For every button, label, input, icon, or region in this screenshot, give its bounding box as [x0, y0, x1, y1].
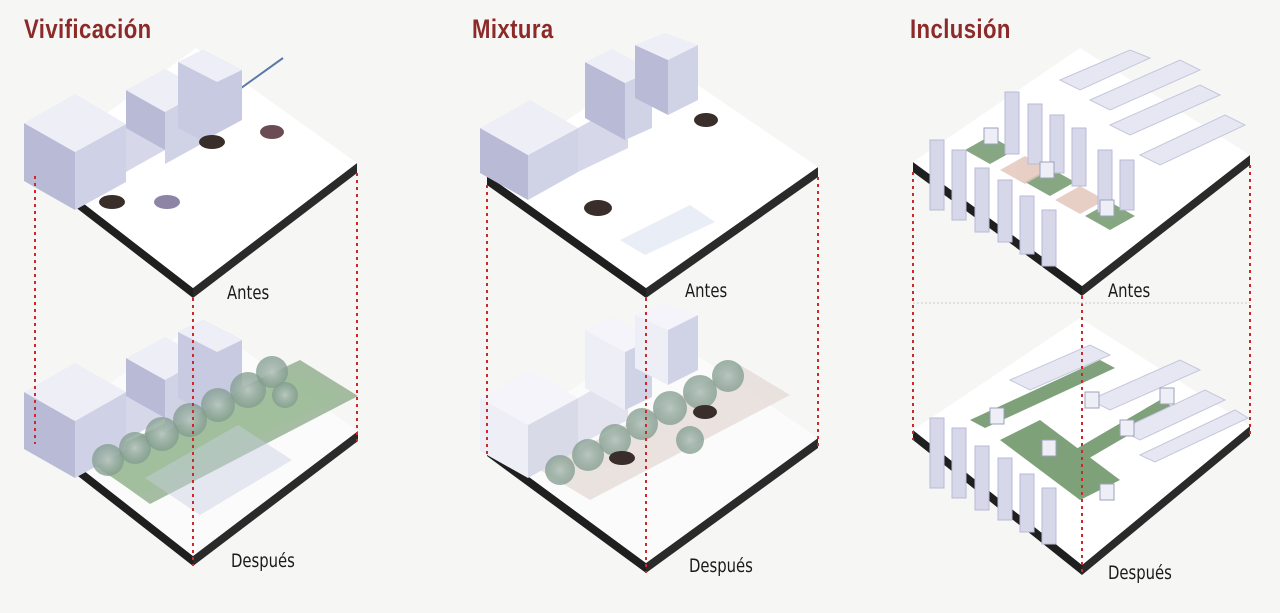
- slab-antes-2: [480, 33, 818, 298]
- trees-despues-2: [545, 360, 744, 485]
- blocks-despues-3: [1008, 344, 1250, 463]
- guide-lines-2: [486, 177, 819, 573]
- slab-despues-1: [24, 320, 358, 566]
- cars-antes-2: [584, 113, 718, 216]
- blocks-antes-3: [1058, 49, 1247, 166]
- slab-despues-3: [913, 318, 1250, 575]
- panel-mixtura: [480, 33, 819, 573]
- buildings-antes-2: [480, 33, 698, 200]
- houses-antes-3: [983, 127, 1115, 217]
- slab-despues-2: [480, 303, 818, 573]
- trees-despues-1: [92, 356, 298, 476]
- label-despues-3: Después: [1108, 562, 1172, 584]
- towers-antes-3: [929, 91, 1135, 267]
- label-antes-3: Antes: [1108, 280, 1151, 302]
- buildings-despues-2: [480, 303, 698, 478]
- cars-antes-1: [99, 125, 284, 209]
- guide-lines-1: [34, 173, 358, 566]
- buildings-antes-1: [24, 50, 242, 210]
- guide-lines-3: [912, 165, 1251, 575]
- slab-antes-1: [24, 48, 357, 298]
- houses-despues-3: [989, 387, 1175, 501]
- cars-despues-2: [609, 405, 717, 465]
- title-inclusion: Inclusión: [910, 14, 1011, 44]
- label-despues-2: Después: [689, 555, 753, 577]
- label-antes-2: Antes: [685, 280, 728, 302]
- panel-inclusion: [912, 48, 1251, 575]
- title-vivificacion: Vivificación: [24, 14, 152, 44]
- towers-despues-3: [929, 417, 1057, 545]
- panel-vivificacion: [24, 48, 358, 566]
- title-mixtura: Mixtura: [472, 14, 554, 44]
- slab-antes-3: [913, 48, 1250, 296]
- label-antes-1: Antes: [227, 282, 270, 304]
- label-despues-1: Después: [231, 550, 295, 572]
